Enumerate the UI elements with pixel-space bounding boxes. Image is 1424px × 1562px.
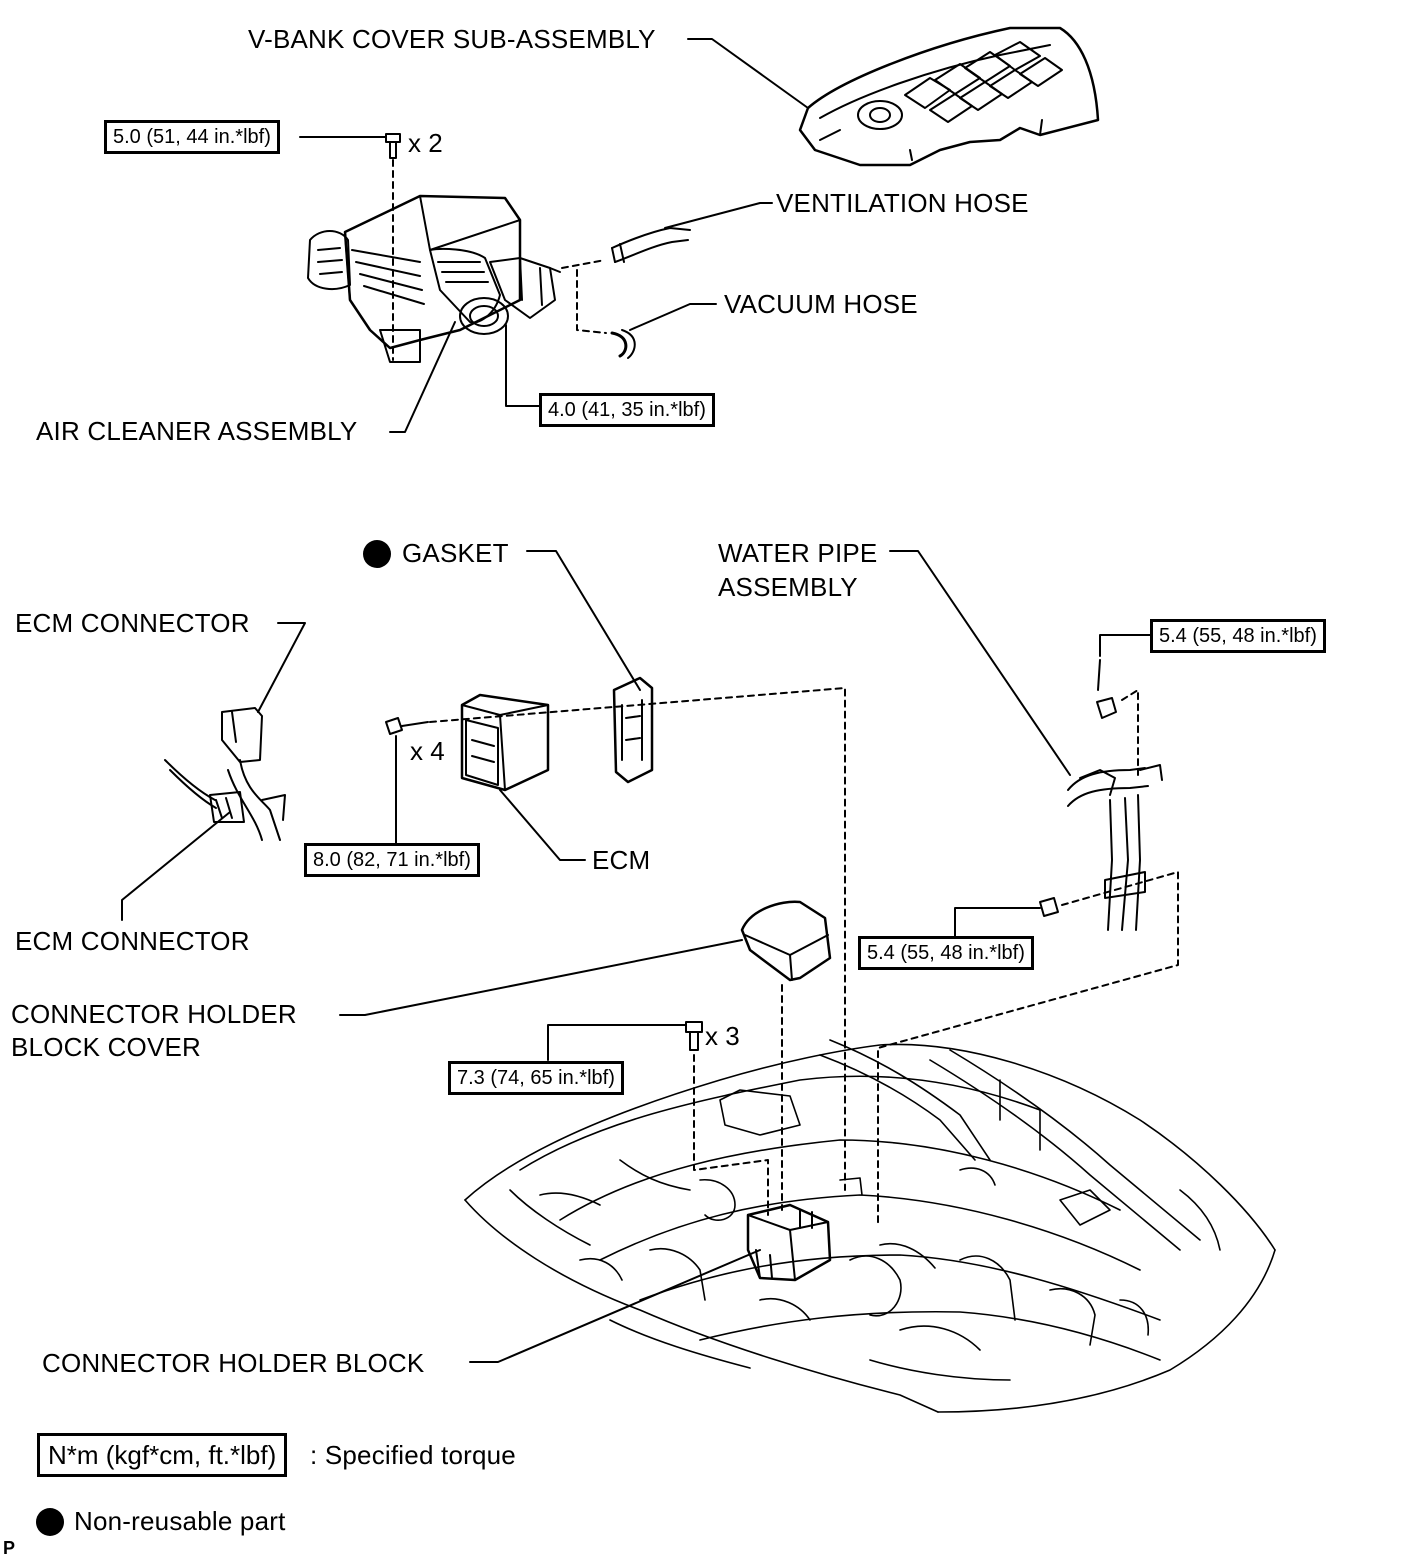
corner-mark: P — [3, 1538, 16, 1558]
leader-water-pipe — [889, 550, 1071, 776]
engine-bay-drawing — [464, 1039, 1276, 1413]
legend-non-reusable-desc: Non-reusable part — [74, 1506, 286, 1536]
label-v-bank-cover: V-BANK COVER SUB-ASSEMBLY — [248, 24, 656, 54]
non-reusable-marker — [363, 540, 391, 568]
ecm-bolt-drawing — [385, 687, 846, 1191]
qty-holder-bolt: x 3 — [705, 1021, 740, 1051]
label-water-pipe-line2: ASSEMBLY — [718, 572, 858, 602]
torque-holder-bolt: 7.3 (74, 65 in.*lbf) — [448, 1061, 624, 1095]
torque-hose-clamp: 4.0 (41, 35 in.*lbf) — [539, 393, 715, 427]
legend-torque-desc: : Specified torque — [310, 1440, 516, 1470]
holder-block-drawing — [469, 1203, 832, 1363]
label-water-pipe-line1: WATER PIPE — [718, 538, 878, 568]
label-ecm-connector-bottom: ECM CONNECTOR — [15, 926, 250, 956]
holder-bolt-drawing — [547, 1021, 769, 1216]
label-ventilation-hose: VENTILATION HOSE — [776, 188, 1029, 218]
qty-air-cleaner-bolt: x 2 — [408, 128, 443, 158]
label-gasket: GASKET — [402, 538, 509, 568]
label-ecm-connector-top: ECM CONNECTOR — [15, 608, 250, 638]
label-holder-block: CONNECTOR HOLDER BLOCK — [42, 1348, 425, 1378]
dash-ventilation — [561, 259, 606, 269]
torque-water-pipe-lower: 5.4 (55, 48 in.*lbf) — [858, 936, 1034, 970]
label-ecm: ECM — [592, 845, 651, 875]
leader-air-cleaner — [389, 321, 456, 433]
vacuum-hose-drawing — [610, 303, 717, 359]
leader-vbank — [687, 38, 809, 109]
air-cleaner-bolt-drawing — [299, 133, 401, 361]
torque-ecm-bolt: 8.0 (82, 71 in.*lbf) — [304, 843, 480, 877]
holder-cover-drawing — [339, 900, 832, 1211]
label-holder-cover-line1: CONNECTOR HOLDER — [11, 999, 297, 1029]
label-vacuum-hose: VACUUM HOSE — [724, 289, 918, 319]
air-cleaner-drawing — [307, 194, 561, 363]
torque-water-pipe-upper: 5.4 (55, 48 in.*lbf) — [1150, 619, 1326, 653]
torque-air-cleaner-bolt: 5.0 (51, 44 in.*lbf) — [104, 120, 280, 154]
label-holder-cover-line2: BLOCK COVER — [11, 1032, 202, 1062]
gasket-drawing — [526, 550, 654, 784]
ventilation-hose-drawing — [611, 202, 773, 263]
label-air-cleaner: AIR CLEANER ASSEMBLY — [36, 416, 358, 446]
v-bank-cover-drawing — [798, 26, 1100, 167]
ecm-drawing — [460, 693, 586, 861]
dash-vacuum — [576, 269, 607, 334]
legend-torque-unit: N*m (kgf*cm, ft.*lbf) — [37, 1433, 288, 1477]
ecm-connector-drawing — [121, 622, 306, 921]
water-pipe-drawing — [877, 634, 1179, 1226]
qty-ecm-bolt: x 4 — [410, 736, 445, 766]
leader-hose-clamp — [505, 324, 541, 407]
legend-non-reusable-marker — [36, 1508, 64, 1536]
